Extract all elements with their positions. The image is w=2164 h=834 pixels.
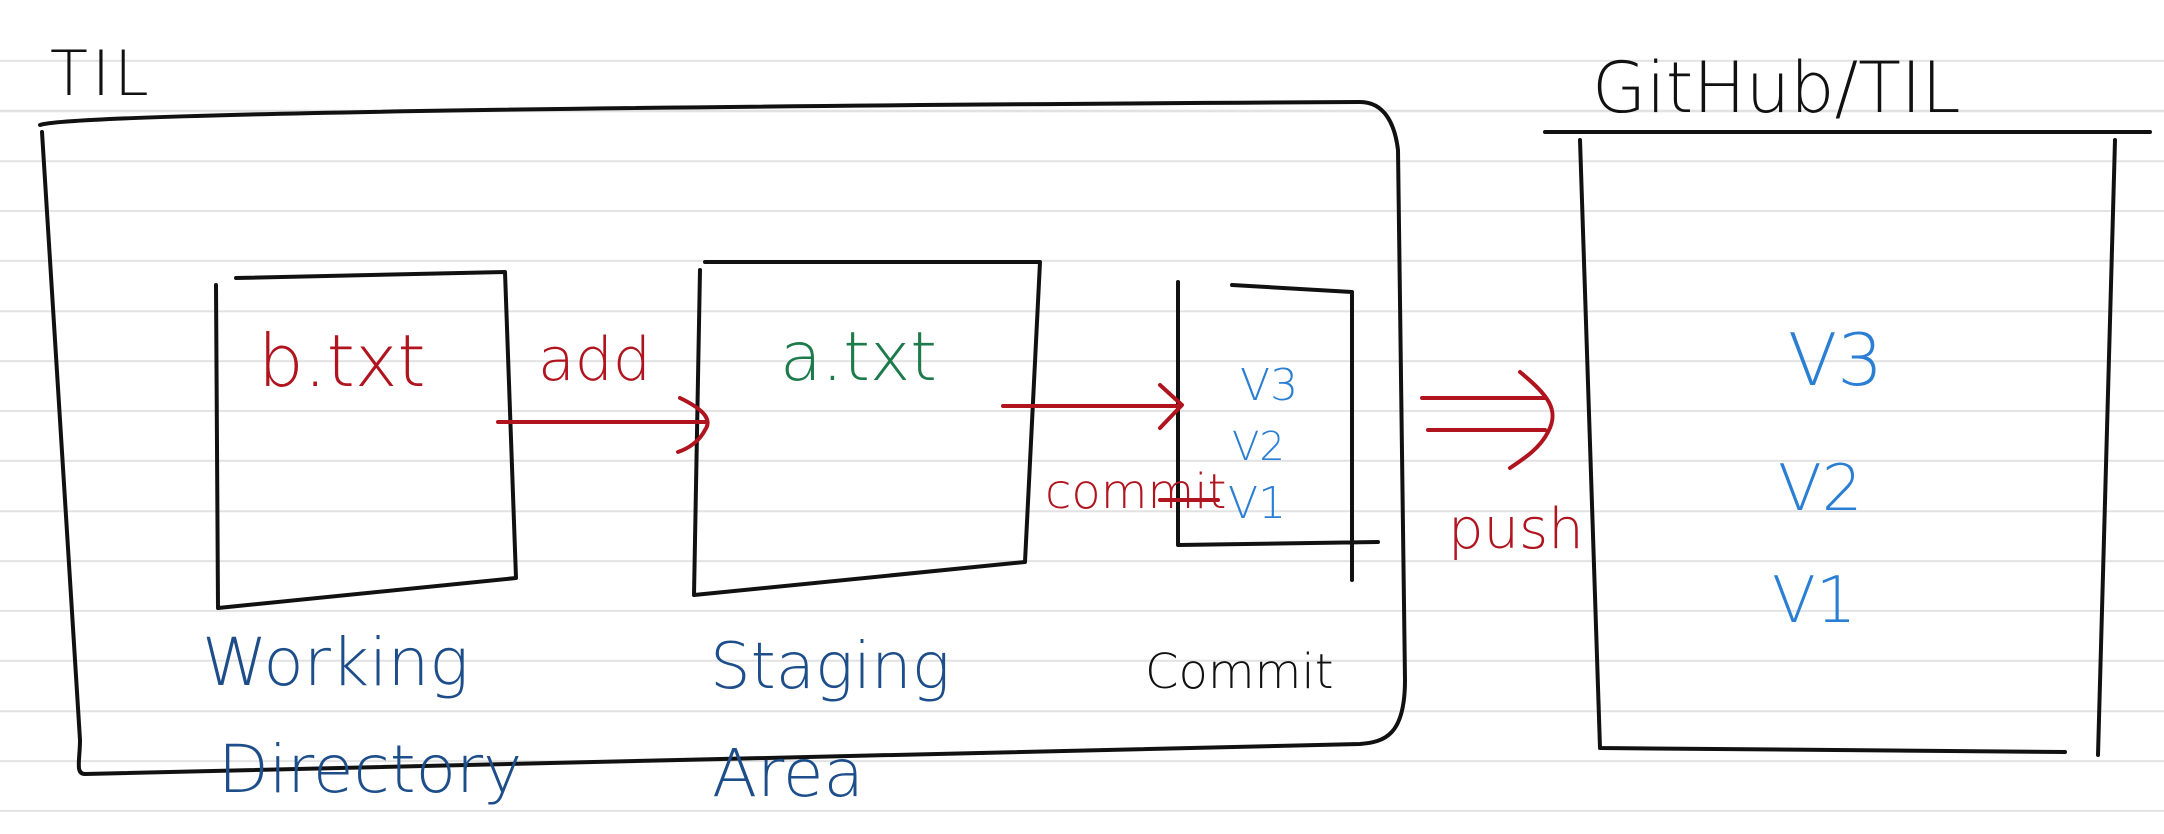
commit-version-v1: V1	[1228, 478, 1286, 529]
commit-arrow	[1001, 383, 1184, 430]
staging-file-label: a.txt	[780, 318, 937, 397]
add-arrow-label: add	[538, 325, 651, 395]
add-arrow	[496, 396, 710, 454]
commit-version-v2: V2	[1232, 424, 1285, 470]
working-directory-label-line1: Working	[202, 624, 469, 701]
push-arrow-label: push	[1448, 497, 1584, 562]
push-arrow	[1420, 370, 1555, 470]
working-directory-label-line2: Directory	[218, 731, 522, 808]
working-directory-box	[214, 270, 518, 610]
commit-arrow-label: commit	[1045, 464, 1226, 520]
staging-area-label-line1: Staging	[710, 630, 950, 704]
remote-repo-frame	[1543, 130, 2152, 757]
staging-area-label-line2: Area	[712, 735, 864, 812]
commit-area-label: Commit	[1145, 644, 1334, 700]
remote-version-v3: V3	[1788, 318, 1883, 402]
local-repo-title: TIL	[50, 37, 153, 110]
commit-box	[1176, 280, 1380, 582]
working-file-label: b.txt	[258, 319, 426, 403]
remote-version-v2: V2	[1778, 452, 1863, 526]
local-repo-frame	[38, 100, 1407, 776]
commit-version-v3: V3	[1240, 360, 1298, 411]
staging-area-box	[692, 260, 1042, 597]
remote-repo-title: GitHub/TIL	[1592, 47, 1961, 129]
remote-version-v1: V1	[1772, 564, 1857, 638]
